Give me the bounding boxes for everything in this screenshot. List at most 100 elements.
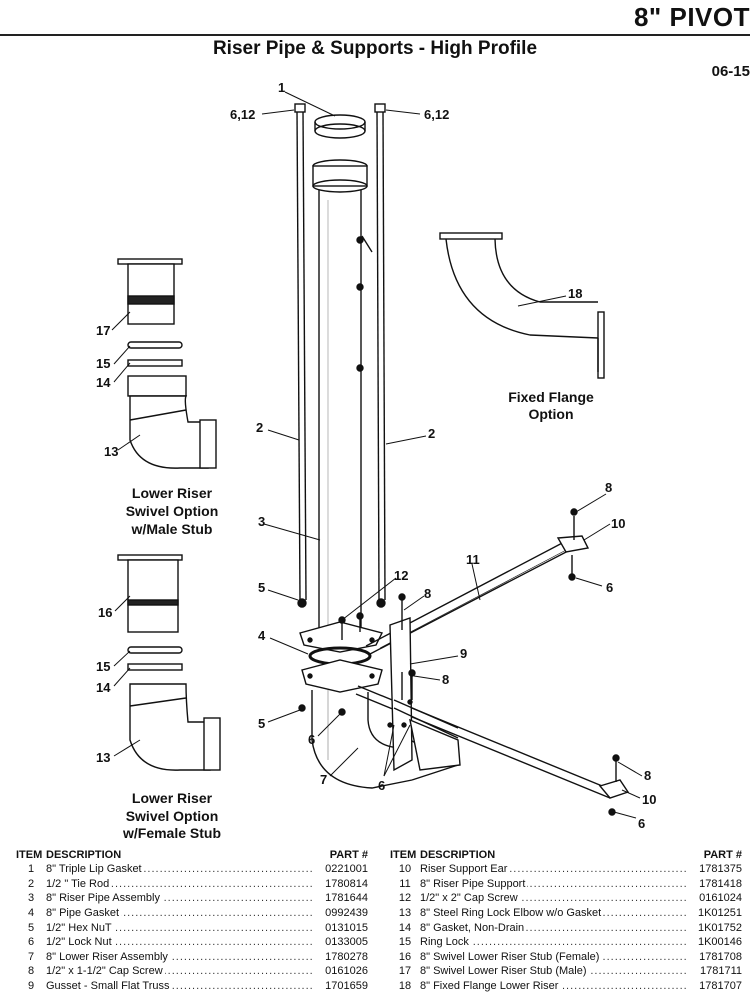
table-row: 38" Riser Pipe Assembly1781644 — [16, 891, 368, 906]
part-number: 0133005 — [325, 936, 368, 949]
item-header: ITEM — [390, 849, 417, 861]
callout-9: 9 — [460, 646, 467, 661]
item-number: 9 — [27, 980, 35, 993]
male-option-caption-line2: Swivel Option — [126, 503, 219, 519]
callout-10-top: 10 — [611, 516, 625, 531]
female-option-caption-line2: Swivel Option — [126, 808, 219, 824]
callout-13-male: 13 — [104, 444, 118, 459]
item-number: 13 — [398, 907, 412, 920]
part-header: PART # — [329, 849, 368, 861]
part-number: 0992439 — [325, 907, 368, 920]
riser-pipe — [312, 159, 373, 640]
item-number: 15 — [398, 936, 412, 949]
callout-8-bottom: 8 — [644, 768, 651, 783]
callout-3: 3 — [258, 514, 265, 529]
item-number: 18 — [398, 980, 412, 993]
callout-6-top: 6 — [606, 580, 613, 595]
fixed-flange-lower-riser — [439, 232, 605, 379]
table-row: 81/2" x 1-1/2" Cap Screw0161026 — [16, 964, 368, 979]
part-number: 1K00146 — [697, 936, 742, 949]
callout-6-12-left: 6,12 — [230, 107, 255, 122]
item-description: 1/2" Lock Nut — [46, 936, 314, 949]
callout-8-top: 8 — [605, 480, 612, 495]
item-description: 1/2" Hex NuT — [46, 921, 314, 934]
callout-6-bottom: 6 — [638, 816, 645, 831]
part-number: 1701659 — [325, 980, 368, 993]
item-description: 8" Lower Riser Assembly — [46, 950, 314, 963]
item-number: 16 — [398, 950, 412, 963]
item-description: 8" Riser Pipe Support — [420, 877, 688, 890]
pipe-gasket-and-flanges — [299, 621, 384, 693]
table-row: 4 8" Pipe Gasket 0992439 — [16, 906, 368, 921]
table-row: 9 Gusset - Small Flat Truss 1701659 — [16, 979, 368, 994]
callout-14-male: 14 — [96, 375, 111, 390]
part-number: 0221001 — [325, 863, 368, 876]
item-number: 11 — [399, 877, 411, 890]
item-description: Riser Support Ear — [420, 863, 688, 876]
female-swivel-option — [117, 554, 221, 771]
fixed-flange-caption-line2: Option — [528, 406, 573, 422]
callout-5-lower: 5 — [258, 716, 265, 731]
item-description: 8" Pipe Gasket — [46, 907, 314, 920]
table-row: 78" Lower Riser Assembly1780278 — [16, 950, 368, 965]
callout-numbers: 1 6,12 6,12 2 2 3 5 4 5 6 7 12 11 8 10 6… — [96, 80, 656, 831]
item-number: 12 — [398, 892, 412, 905]
callout-15-female: 15 — [96, 659, 110, 674]
item-description: 8" Triple Lip Gasket — [46, 863, 314, 876]
table-row: 11 8" Riser Pipe Support 1781418 — [390, 877, 742, 892]
callout-5-upper: 5 — [258, 580, 265, 595]
callout-8-middle: 8 — [442, 672, 449, 687]
exploded-parts-diagram: 1 6,12 6,12 2 2 3 5 4 5 6 7 12 11 8 10 6… — [96, 80, 656, 840]
item-number: 17 — [398, 965, 412, 978]
callout-14-female: 14 — [96, 680, 111, 695]
leader-lines — [111, 91, 643, 819]
callout-12: 12 — [394, 568, 408, 583]
item-number: 4 — [27, 907, 35, 920]
item-number: 3 — [27, 892, 35, 905]
callout-10-bottom: 10 — [642, 792, 656, 807]
part-header: PART # — [703, 849, 742, 861]
callout-2-left: 2 — [256, 420, 263, 435]
item-number: 5 — [27, 921, 35, 934]
part-number: 1781708 — [699, 950, 742, 963]
part-number: 1780278 — [325, 950, 368, 963]
item-header: ITEM — [16, 849, 43, 861]
callout-8-gusset: 8 — [424, 586, 431, 601]
part-number: 1781644 — [325, 892, 368, 905]
item-description: 8" Gasket, Non-Drain — [420, 921, 688, 934]
callout-18: 18 — [568, 286, 582, 301]
table-row: 16 8" Swivel Lower Riser Stub (Female) 178… — [390, 950, 742, 965]
item-number: 6 — [27, 936, 35, 949]
callout-11: 11 — [466, 552, 480, 567]
parts-table-right: ITEM DESCRIPTION PART # 10 Riser Support … — [390, 848, 742, 993]
item-description: 8" Swivel Lower Riser Stub (Male) — [420, 965, 688, 978]
page-header: 8" PIVOT — [0, 0, 750, 36]
part-number: 1K01752 — [697, 921, 742, 934]
part-number: 1781711 — [699, 965, 742, 978]
item-description: 1/2 " Tie Rod — [46, 877, 314, 890]
callout-13-female: 13 — [96, 750, 110, 765]
table-row: 148" Gasket, Non-Drain1K01752 — [390, 920, 742, 935]
fixed-flange-caption-line1: Fixed Flange — [508, 389, 594, 405]
item-description: 8" Steel Ring Lock Elbow w/o Gasket — [420, 907, 688, 920]
item-number: 10 — [398, 863, 412, 876]
page-title: Riser Pipe & Supports - High Profile — [212, 38, 538, 59]
item-number: 8 — [27, 965, 35, 978]
header-title: 8" PIVOT — [633, 2, 750, 32]
part-number: 0131015 — [325, 921, 368, 934]
triple-lip-gasket — [314, 114, 366, 139]
item-description: 8" Swivel Lower Riser Stub (Female) — [420, 950, 688, 963]
description-header: DESCRIPTION — [420, 849, 496, 861]
table-row: 21/2 " Tie Rod1780814 — [16, 877, 368, 892]
callout-4: 4 — [258, 628, 266, 643]
table-header: ITEM DESCRIPTION PART # — [390, 848, 742, 862]
table-row: 5 1/2" Hex NuT 0131015 — [16, 920, 368, 935]
item-description: Gusset - Small Flat Truss — [46, 980, 314, 993]
part-number: 1781418 — [699, 877, 742, 890]
callout-16: 16 — [98, 605, 112, 620]
female-option-caption-line1: Lower Riser — [132, 790, 213, 806]
table-row: 18" Triple Lip Gasket0221001 — [16, 862, 368, 877]
